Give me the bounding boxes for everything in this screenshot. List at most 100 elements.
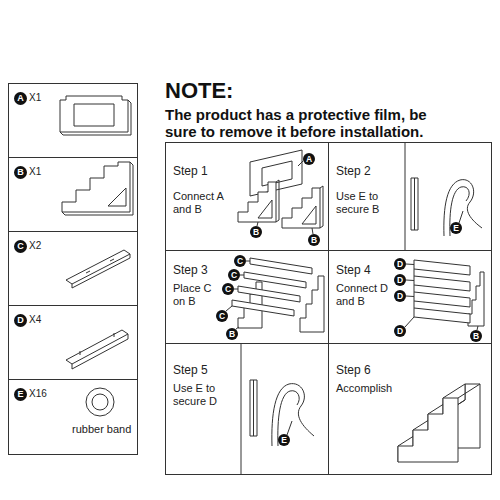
callout-letter-text: C <box>14 240 27 253</box>
part-letter: E <box>14 388 27 401</box>
part-note: rubber band <box>72 423 138 436</box>
cell-divider <box>405 142 406 250</box>
finished-side-left <box>398 398 458 462</box>
callout-letter-text: B <box>250 226 262 238</box>
leader-line <box>257 161 313 234</box>
callout-letter-text: C <box>216 310 228 322</box>
part-b-side <box>62 162 130 212</box>
step-cell: Step 6 Accomplish <box>328 343 492 475</box>
callout-letter-text: B <box>470 330 482 342</box>
callout-letter-text: E <box>450 222 462 234</box>
side-b-right-edge <box>320 186 323 228</box>
callout-letter: B <box>308 234 320 246</box>
cell-divider <box>241 343 242 475</box>
part-letter: A <box>14 92 27 105</box>
side-b-left <box>238 182 276 222</box>
callout-letter: E <box>278 434 290 446</box>
step-heading: Step 4 <box>336 263 396 277</box>
side-b-left-edge <box>276 180 279 222</box>
callout-letter-text: B <box>14 166 27 179</box>
step-heading: Step 1 <box>173 164 233 178</box>
riser-d <box>414 276 470 291</box>
quantity: X1 <box>29 166 69 178</box>
rubber-band-loop <box>272 384 314 446</box>
callout-letter-text: C <box>228 269 240 281</box>
riser-d <box>414 292 470 307</box>
part-c-plank <box>66 250 130 284</box>
callout-letter-text: D <box>394 325 406 337</box>
part-a-edge <box>60 100 131 135</box>
step-cell: Step 2Use E to secure BE <box>328 142 492 251</box>
callout-letter-text: D <box>394 290 406 302</box>
callout-letter: C <box>228 269 240 281</box>
rubber-band-loop-inner <box>278 391 299 446</box>
note-heading: NOTE: <box>165 78 233 103</box>
step-heading: Step 6 <box>336 363 396 377</box>
part-row: X1A <box>8 83 138 158</box>
drawings <box>60 96 484 475</box>
step-cell: Step 3Place C on BCCCCB <box>165 250 329 344</box>
rubber-band-loop-inner <box>450 187 469 236</box>
part-d-edge <box>72 333 128 369</box>
riser-d <box>414 308 470 323</box>
step-heading: Step 3 <box>173 263 233 277</box>
quantity: X4 <box>29 314 69 326</box>
callout-letter-text: C <box>234 255 246 267</box>
side-b-edge-line <box>414 178 415 230</box>
callout-letter-text: D <box>14 314 27 327</box>
part-letter: D <box>14 314 27 327</box>
part-c-edge <box>72 254 130 288</box>
leader-line <box>459 211 463 223</box>
callout-letter: D <box>394 290 406 302</box>
part-row: X2C <box>8 231 138 306</box>
leader-line <box>226 261 250 329</box>
callout-letter: D <box>394 274 406 286</box>
callout-letter-text: B <box>226 328 238 340</box>
callout-letter: D <box>394 258 406 270</box>
callout-letter: E <box>450 222 462 234</box>
quantity: X2 <box>29 240 69 252</box>
callout-letter: B <box>250 226 262 238</box>
callout-letter-text: C <box>222 283 234 295</box>
part-row: X4D <box>8 305 138 380</box>
part-row: X16 rubber band E <box>8 379 138 455</box>
part-a-board <box>60 96 128 132</box>
quantity: X1 <box>29 92 69 104</box>
part-row: X1B <box>8 157 138 232</box>
step-instruction: Place C on B <box>173 282 218 308</box>
leader-line <box>405 264 478 330</box>
step-heading: Step 2 <box>336 164 396 178</box>
callout-letter: B <box>470 330 482 342</box>
part-letter: C <box>14 240 27 253</box>
step-cell: Step 4Connect D and BDDDDB <box>328 250 492 344</box>
quantity: X16 <box>29 388 69 400</box>
side-b-right <box>282 188 320 228</box>
callout-letter: C <box>216 310 228 322</box>
callout-letter: A <box>303 153 315 165</box>
callout-letter-text: D <box>394 258 406 270</box>
part-b-edge <box>62 162 133 215</box>
step-cell: Step 1 Connect A and B A B B <box>165 142 329 251</box>
callout-letter: C <box>234 255 246 267</box>
callout-letter-text: A <box>303 153 315 165</box>
callout-letter-text: A <box>14 92 27 105</box>
step-instruction: Connect A and B <box>173 190 235 216</box>
riser-d-edge-view <box>250 380 257 436</box>
plank-c <box>238 286 300 302</box>
callout-letter-text: D <box>394 274 406 286</box>
part-d-riser <box>66 330 128 364</box>
plank-c <box>244 272 306 288</box>
rubber-band-outer <box>86 388 114 416</box>
callout-letter: C <box>222 283 234 295</box>
plank-c <box>250 258 312 274</box>
note-text: The product has a protective film, be su… <box>165 106 455 141</box>
step-instruction: Accomplish <box>336 382 398 395</box>
leader-line <box>287 421 292 435</box>
callout-letter: D <box>394 325 406 337</box>
callout-letter-text: B <box>308 234 320 246</box>
tread-line <box>414 269 415 308</box>
rubber-band-loop <box>444 180 482 236</box>
callout-letter: B <box>226 328 238 340</box>
part-letter: B <box>14 166 27 179</box>
